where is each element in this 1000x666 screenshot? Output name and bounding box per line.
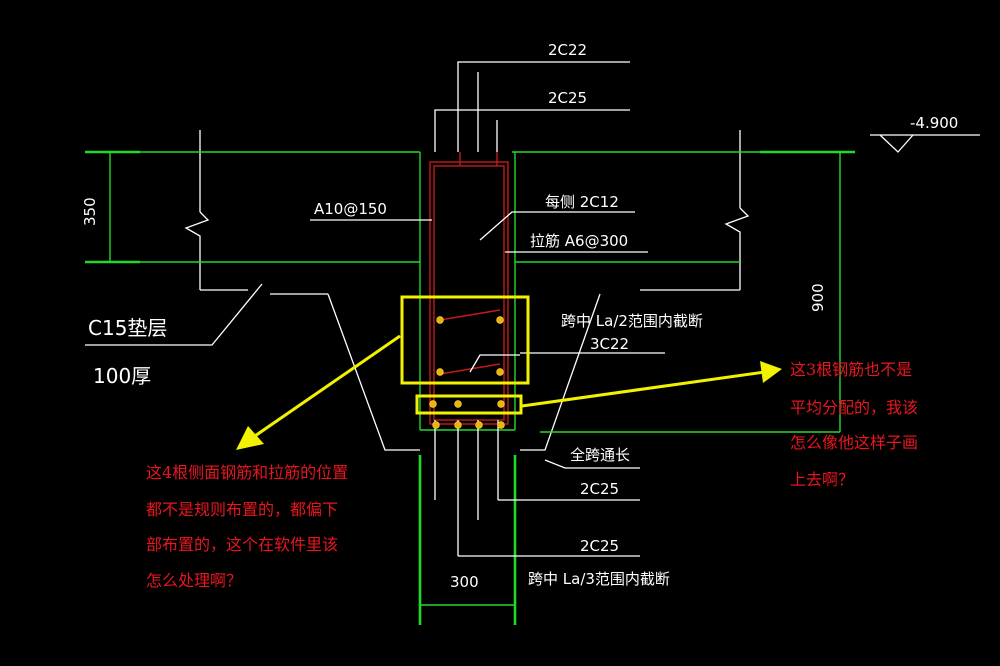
left-note-line: 都不是规则布置的，都偏下: [146, 500, 338, 519]
left-note-line: 部布置的，这个在软件里该: [146, 535, 338, 554]
dim-beam-width: 300: [450, 573, 479, 591]
dimension-labels: 350 900 300 -4.900: [81, 114, 958, 591]
cushion-material: C15垫层: [88, 316, 167, 340]
right-note-line: 上去啊？: [790, 470, 854, 489]
highlight-arrows: [236, 334, 782, 450]
label-top-2c25: 2C25: [548, 89, 587, 107]
cushion-thickness: 100厚: [93, 364, 151, 388]
label-tie-bars: 拉筋 A6@300: [530, 232, 628, 250]
slab-lines: [85, 150, 855, 264]
side-rebar-dot: [436, 368, 444, 376]
label-cut-span-third: 跨中 La/3范围内截断: [528, 570, 670, 588]
dim-slab-thickness: 350: [81, 197, 99, 226]
highlight-boxes: [400, 295, 530, 415]
left-arrow-head: [236, 426, 264, 450]
leader-lines: [85, 61, 665, 557]
side-bars-highlight-box: [400, 295, 530, 385]
left-note-line: 怎么处理啊？: [146, 571, 242, 590]
label-full-length: 全跨通长: [570, 446, 630, 464]
left-question-note: 这4根侧面钢筋和拉筋的位置 都不是规则布置的，都偏下 部布置的，这个在软件里该 …: [146, 463, 348, 590]
middle-rebar-dot: [454, 400, 462, 408]
side-rebar-dot: [436, 316, 444, 324]
bottom-rebar-dot: [497, 421, 505, 429]
elevation-marker: [870, 134, 980, 153]
label-stirrup: A10@150: [314, 200, 387, 218]
label-bottom-2c25-a: 2C25: [580, 480, 619, 498]
right-note-line: 这3根钢筋也不是: [790, 360, 912, 379]
left-note-line: 这4根侧面钢筋和拉筋的位置: [146, 463, 348, 482]
side-rebar-dot: [496, 368, 504, 376]
cushion-outline: [270, 293, 601, 451]
label-cut-span-half: 跨中 La/2范围内截断: [561, 312, 703, 330]
bottom-rebar-dot: [475, 421, 483, 429]
rebar-dots: [429, 316, 505, 429]
dim-depth: 900: [809, 283, 827, 312]
right-question-note: 这3根钢筋也不是 平均分配的，我该 怎么像他这样子画 上去啊？: [790, 360, 918, 489]
rebar-labels: 2C22 2C25 A10@150 每侧 2C12 拉筋 A6@300 跨中 L…: [314, 41, 703, 588]
right-note-line: 平均分配的，我该: [790, 398, 918, 417]
label-side-bars: 每侧 2C12: [545, 193, 619, 211]
stirrup-cage: [429, 152, 509, 425]
bottom-rebar-dot: [432, 421, 440, 429]
beam-outline: [418, 152, 841, 625]
label-top-2c22: 2C22: [548, 41, 587, 59]
label-bottom-2c25-b: 2C25: [580, 537, 619, 555]
bottom-rebar-dot: [454, 421, 462, 429]
label-3c22: 3C22: [590, 335, 629, 353]
middle-rebar-dot: [497, 400, 505, 408]
right-arrow-head: [760, 361, 782, 383]
middle-rebar-dot: [429, 400, 437, 408]
cushion-labels: C15垫层 100厚: [88, 316, 167, 388]
right-note-line: 怎么像他这样子画: [790, 433, 918, 452]
dim-elevation: -4.900: [910, 114, 958, 132]
slab-outline: [184, 130, 750, 291]
side-rebar-dot: [496, 316, 504, 324]
middle-bars-highlight-box: [415, 394, 523, 415]
